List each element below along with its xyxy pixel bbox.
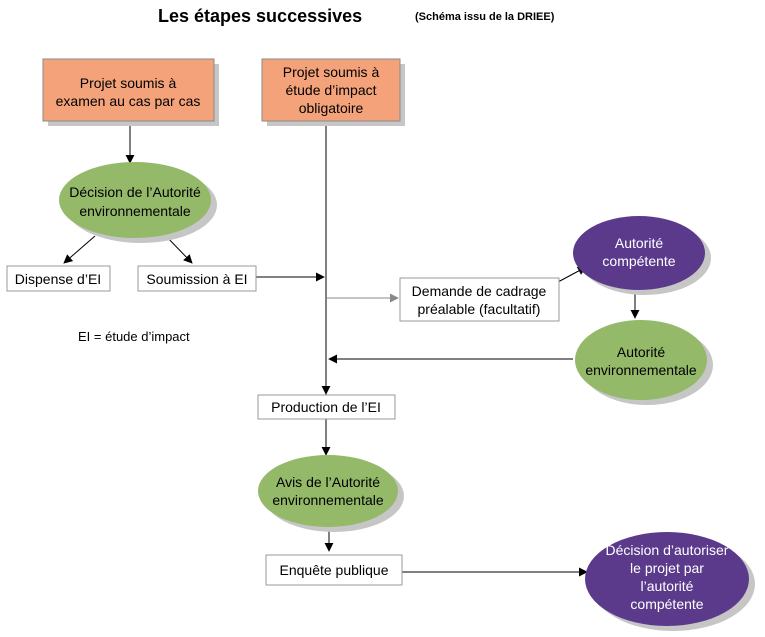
- label-line: étude d’impact: [285, 82, 376, 98]
- label-line: examen au cas par cas: [56, 93, 201, 109]
- label-line: compétente: [602, 253, 675, 269]
- node-dispense-ei: Dispense d’EI: [6, 265, 111, 292]
- label-line: compétente: [630, 596, 703, 612]
- diagram-subtitle: (Schéma issu de la DRIEE): [415, 11, 555, 23]
- label-line: Autorité: [615, 235, 663, 251]
- node-projet-cas-par-cas: Projet soumis à examen au cas par cas: [42, 58, 219, 126]
- label-line: Production de l’EI: [271, 399, 381, 415]
- label-line: le projet par: [630, 560, 704, 576]
- node-projet-etude-obligatoire: Projet soumis à étude d’impact obligatoi…: [261, 58, 405, 126]
- node-autorite-env: Autorité environnementale: [575, 320, 713, 405]
- label-line: obligatoire: [299, 100, 364, 116]
- label-line: Décision de l’Autorité: [69, 184, 201, 200]
- node-avis-autorite-env: Avis de l’Autorité environnementale: [258, 455, 404, 532]
- legend-ei: EI = étude d’impact: [78, 329, 190, 344]
- arrow-to-dispense: [63, 235, 96, 264]
- node-production-ei: Production de l’EI: [257, 394, 396, 420]
- node-decision-autorite-env: Décision de l’Autorité environnementale: [59, 162, 217, 243]
- node-decision-autoriser: Décision d’autoriser le projet par l’aut…: [585, 532, 755, 631]
- label-line: préalable (facultatif): [418, 301, 541, 317]
- label-line: environnementale: [585, 362, 697, 378]
- label-line: Dispense d’EI: [15, 271, 101, 287]
- node-demande-cadrage: Demande de cadrage préalable (facultatif…: [399, 277, 560, 322]
- label-line: environnementale: [79, 203, 191, 219]
- label-line: Enquête publique: [280, 562, 389, 578]
- node-autorite-competente: Autorité compétente: [573, 216, 711, 295]
- diagram-title: Les étapes successives: [158, 6, 362, 26]
- label-line: Autorité: [617, 344, 665, 360]
- label-line: Demande de cadrage: [412, 283, 547, 299]
- label-line: l’autorité: [641, 578, 694, 594]
- label-line: Projet soumis à: [283, 64, 380, 80]
- label-line: Avis de l’Autorité: [276, 474, 380, 490]
- node-enquete-publique: Enquête publique: [265, 554, 403, 586]
- label-line: environnementale: [272, 492, 384, 508]
- label-line: Décision d’autoriser: [606, 542, 729, 558]
- node-soumission-ei: Soumission à EI: [137, 265, 257, 292]
- label-line: Projet soumis à: [80, 75, 177, 91]
- label-line: Soumission à EI: [146, 271, 247, 287]
